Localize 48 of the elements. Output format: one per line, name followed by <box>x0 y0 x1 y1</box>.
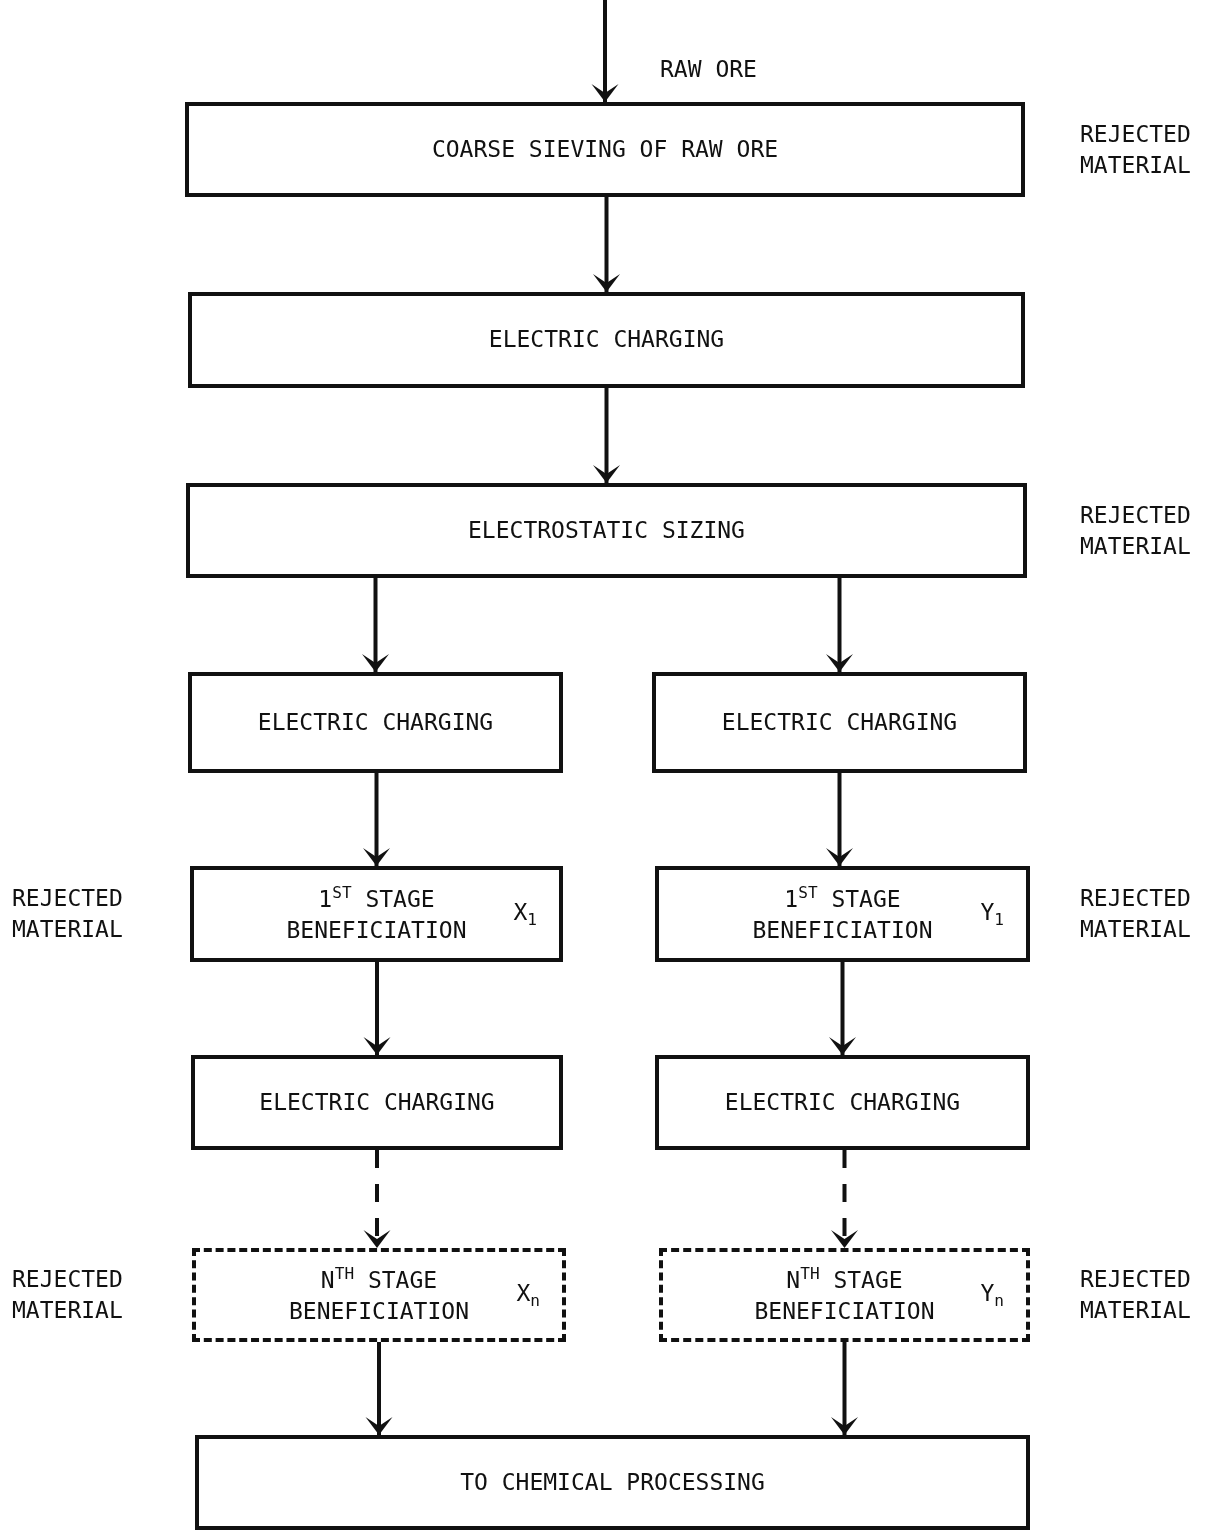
process-box <box>191 1055 563 1150</box>
arrow <box>831 1342 858 1435</box>
side-note: REJECTED MATERIAL <box>1080 119 1192 180</box>
process-box <box>188 672 563 773</box>
step-label: ELECTROSTATIC SIZING <box>468 515 745 545</box>
edge-label: RAW ORE <box>660 56 757 82</box>
step-label: N$^{TH}$ STAGE BENEFICIATION <box>288 1263 470 1326</box>
arrow <box>363 962 391 1055</box>
arrow <box>829 962 856 1055</box>
process-box <box>190 866 563 962</box>
step-label: N$^{TH}$ STAGE BENEFICIATION <box>753 1263 936 1326</box>
arrow <box>826 578 853 672</box>
arrow <box>363 1150 391 1248</box>
step-label: 1$^{ST}$ STAGE BENEFICIATION <box>285 882 468 945</box>
stage-symbol: X$_{1}$ <box>513 898 537 930</box>
step-label: ELECTRIC CHARGING <box>724 1087 961 1117</box>
process-box <box>195 1435 1030 1530</box>
side-note: REJECTED MATERIAL <box>1080 500 1192 561</box>
process-box <box>655 866 1030 962</box>
arrow <box>831 1150 858 1248</box>
process-box <box>192 1248 566 1342</box>
arrow <box>826 773 853 866</box>
step-label: ELECTRIC CHARGING <box>488 325 725 355</box>
process-box <box>186 483 1027 578</box>
arrow <box>591 0 619 102</box>
arrow <box>593 197 620 292</box>
step-label: ELECTRIC CHARGING <box>259 1087 495 1117</box>
process-box <box>655 1055 1030 1150</box>
arrow <box>593 388 620 483</box>
step-label: 1$^{ST}$ STAGE BENEFICIATION <box>751 882 934 945</box>
process-box <box>188 292 1025 388</box>
arrow <box>363 773 390 866</box>
process-box <box>652 672 1027 773</box>
stage-symbol: Y$_{1}$ <box>980 898 1004 930</box>
side-note: REJECTED MATERIAL <box>12 1265 124 1326</box>
step-label: COARSE SIEVING OF RAW ORE <box>431 134 779 164</box>
stage-symbol: X$_{n}$ <box>516 1279 540 1311</box>
step-label: ELECTRIC CHARGING <box>721 707 958 737</box>
side-note: REJECTED MATERIAL <box>1080 884 1192 945</box>
side-note: REJECTED MATERIAL <box>12 884 124 945</box>
process-box <box>185 102 1025 197</box>
step-label: TO CHEMICAL PROCESSING <box>460 1467 765 1497</box>
step-label: ELECTRIC CHARGING <box>257 707 494 737</box>
arrow <box>365 1342 393 1435</box>
arrow <box>362 578 389 672</box>
process-box <box>659 1248 1030 1342</box>
stage-symbol: Y$_{n}$ <box>980 1279 1004 1311</box>
side-note: REJECTED MATERIAL <box>1080 1265 1192 1326</box>
